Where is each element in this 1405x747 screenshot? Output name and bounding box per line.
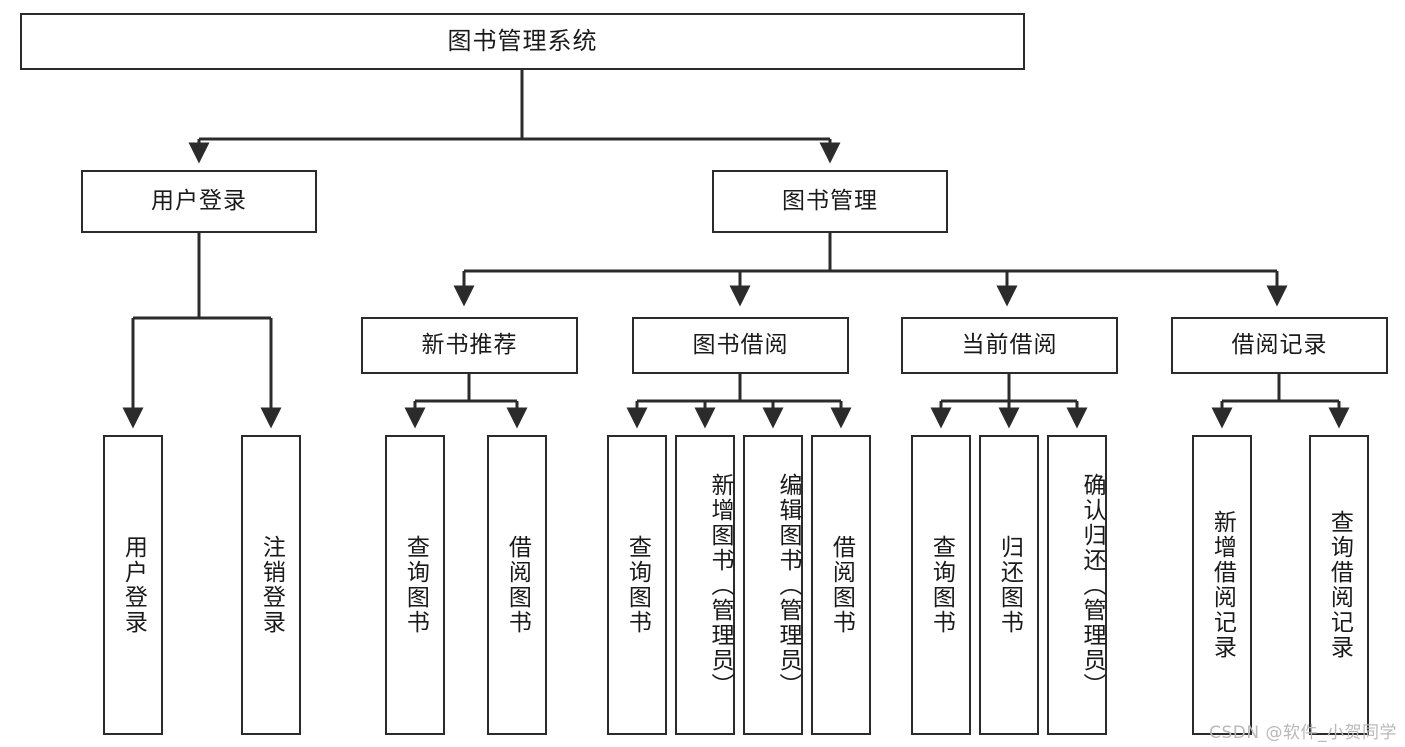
leaf-confirm-return-admin[interactable]: 确认归还（管理员） [1047, 435, 1107, 735]
leaf-borrow-book[interactable]: 借阅图书 [811, 435, 871, 735]
leaf-borrow-book-new[interactable]: 借阅图书 [487, 435, 547, 735]
leaf-return-book[interactable]: 归还图书 [979, 435, 1039, 735]
watermark-text: CSDN @软件_小贺同学 [1209, 723, 1397, 743]
leaf-query-book-current[interactable]: 查询图书 [911, 435, 971, 735]
node-book-management[interactable]: 图书管理 [712, 170, 948, 233]
node-user-login[interactable]: 用户登录 [81, 170, 317, 233]
leaf-edit-book-admin[interactable]: 编辑图书（管理员） [743, 435, 803, 735]
leaf-query-book-new[interactable]: 查询图书 [385, 435, 445, 735]
leaf-user-login[interactable]: 用户登录 [103, 435, 163, 735]
node-new-book-recommend[interactable]: 新书推荐 [361, 317, 578, 374]
leaf-query-book-borrow[interactable]: 查询图书 [607, 435, 667, 735]
node-current-borrow[interactable]: 当前借阅 [901, 317, 1118, 374]
node-book-borrow[interactable]: 图书借阅 [632, 317, 849, 374]
node-borrow-record[interactable]: 借阅记录 [1171, 317, 1388, 374]
node-root[interactable]: 图书管理系统 [20, 13, 1025, 70]
leaf-logout[interactable]: 注销登录 [241, 435, 301, 735]
leaf-add-book-admin[interactable]: 新增图书（管理员） [675, 435, 735, 735]
leaf-add-borrow-record[interactable]: 新增借阅记录 [1192, 435, 1252, 735]
leaf-query-borrow-record[interactable]: 查询借阅记录 [1309, 435, 1369, 735]
